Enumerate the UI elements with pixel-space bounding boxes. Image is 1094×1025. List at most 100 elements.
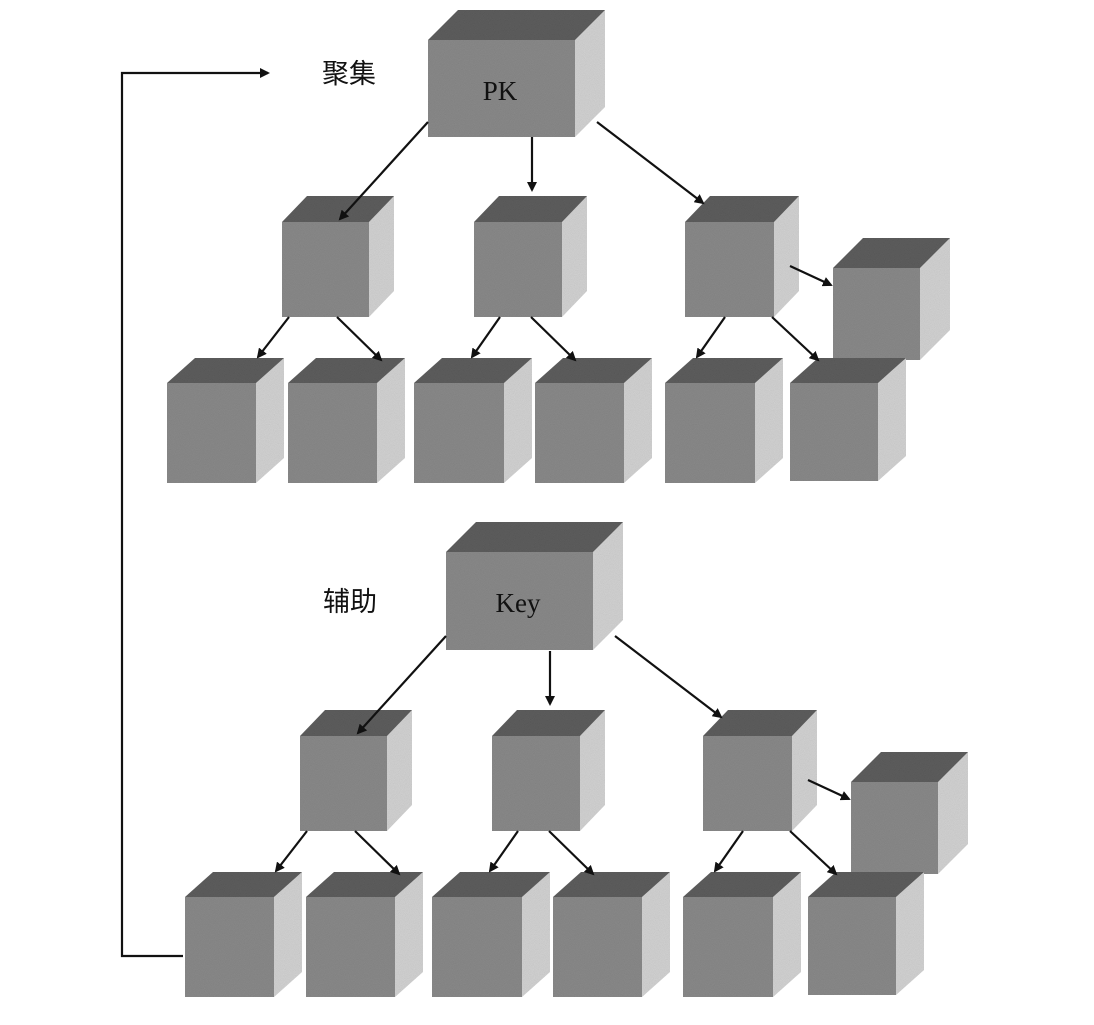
upper-root-node-side [575,10,605,137]
lower-leaf-node-3 [432,872,550,997]
lower-arrow-mid-2-right [548,830,595,876]
upper-leaf-node-1 [167,358,284,483]
lower-overflow-node-front [851,782,938,874]
lower-arrow-root-to-mid-1 [356,635,447,735]
upper-mid-node-1 [282,196,394,317]
lower-leaf-node-3-front [432,897,522,997]
upper-mid-node-2-side [562,196,587,317]
upper-root-node-front [428,40,575,137]
lower-mid-node-2-top [492,710,605,736]
upper-leaf-node-4-side [624,358,652,483]
lower-arrow-mid-3-left [713,830,744,873]
upper-mid-node-3 [685,196,799,317]
upper-mid-node-3-side [774,196,799,317]
lower-leaf-node-6-side [896,872,924,995]
lower-leaf-node-6-front [808,897,896,995]
lower-mid-node-3-top [703,710,817,736]
lower-arrow-root-to-mid-3 [614,635,723,719]
upper-leaf-node-5-front [665,383,755,483]
lower-overflow-node-side [938,752,968,874]
upper-mid-node-1-front [282,222,369,317]
upper-leaf-node-3-front [414,383,504,483]
lower-leaf-node-5 [683,872,801,997]
lower-section-label: 辅助 [323,587,377,618]
upper-arrow-mid-2-right [530,316,577,362]
upper-mid-node-2 [474,196,587,317]
upper-leaf-node-1-top [167,358,284,383]
lower-mid-node-2 [492,710,605,831]
upper-mid-node-1-top [282,196,394,222]
lower-leaf-node-6-top [808,872,924,897]
upper-mid-node-2-front [474,222,562,317]
upper-mid-node-3-top [685,196,799,222]
lower-arrow-mid-3-right [789,830,838,876]
upper-leaf-node-6-front [790,383,878,481]
lower-mid-node-1 [300,710,412,831]
lower-root-node-front [446,552,593,650]
lower-leaf-node-6 [808,872,924,995]
lower-arrow-mid-1-left [274,830,308,873]
upper-arrow-mid-3-left [695,316,726,359]
arrow-layer [256,121,851,876]
upper-leaf-node-2-top [288,358,405,383]
lower-mid-node-2-side [580,710,605,831]
lower-leaf-node-3-side [522,872,550,997]
lower-mid-node-1-top [300,710,412,736]
lower-leaf-node-5-side [773,872,801,997]
lower-leaf-node-2-side [395,872,423,997]
upper-leaf-node-4-top [535,358,652,383]
upper-overflow-node-top [833,238,950,268]
upper-leaf-node-4-front [535,383,624,483]
upper-root-node-top [428,10,605,40]
lower-leaf-node-2-front [306,897,395,997]
upper-leaf-node-6-side [878,358,906,481]
lower-leaf-node-4-side [642,872,670,997]
lower-leaf-node-1-front [185,897,274,997]
lower-leaf-node-1-side [274,872,302,997]
upper-arrow-mid-2-left [470,316,501,359]
upper-leaf-node-3 [414,358,532,483]
lower-leaf-node-2-top [306,872,423,897]
upper-leaf-node-6 [790,358,906,481]
upper-arrow-mid-3-right [771,316,820,362]
lower-mid-node-1-side [387,710,412,831]
lower-root-node [446,522,623,650]
cube-layer [167,10,968,997]
upper-arrow-root-to-mid-3 [596,121,705,205]
lower-mid-node-3-side [792,710,817,831]
lower-overflow-node-top [851,752,968,782]
upper-mid-node-2-top [474,196,587,222]
upper-root-node [428,10,605,137]
upper-leaf-node-4 [535,358,652,483]
lower-arrow-mid-3-to-overflow [807,779,851,801]
lower-mid-node-3 [703,710,817,831]
lower-leaf-node-4-top [553,872,670,897]
lower-overflow-node [851,752,968,874]
lower-root-label: Key [496,588,541,618]
upper-leaf-node-3-side [504,358,532,483]
upper-mid-node-3-front [685,222,774,317]
lower-leaf-node-4-front [553,897,642,997]
upper-arrow-mid-3-to-overflow [789,265,833,287]
upper-overflow-node-front [833,268,920,360]
upper-leaf-node-2 [288,358,405,483]
lower-arrow-mid-2-left [488,830,519,873]
lower-leaf-node-2 [306,872,423,997]
upper-overflow-node-side [920,238,950,360]
lower-mid-node-1-front [300,736,387,831]
lower-leaf-node-1-top [185,872,302,897]
lower-leaf-node-3-top [432,872,550,897]
upper-leaf-node-3-top [414,358,532,383]
upper-overflow-node [833,238,950,360]
feedback-connector [120,68,270,958]
upper-arrow-mid-1-right [336,316,383,362]
upper-leaf-node-1-front [167,383,256,483]
upper-arrow-root-to-mid-1 [338,121,429,221]
lower-leaf-node-1 [185,872,302,997]
upper-leaf-node-5-side [755,358,783,483]
upper-arrow-mid-1-left [256,316,290,359]
upper-leaf-node-2-front [288,383,377,483]
feedback-line [120,68,270,958]
